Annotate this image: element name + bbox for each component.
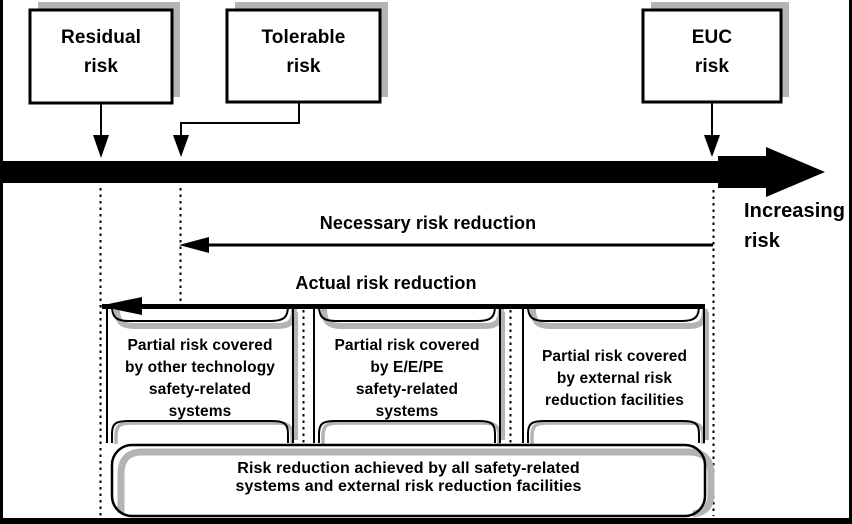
partial-box-2-top-arc-shadow bbox=[321, 308, 504, 329]
partial-box-3-bottom-arc-shadow bbox=[530, 421, 705, 444]
risk-axis-arrowhead bbox=[766, 147, 825, 197]
actual-arrow-line bbox=[102, 304, 705, 309]
partial-box-3-bottom-arc bbox=[527, 420, 700, 443]
residual-risk-box bbox=[28, 8, 174, 105]
tolerable-down-arrowhead bbox=[173, 135, 189, 157]
tolerable-risk-label: Tolerable risk bbox=[261, 27, 346, 77]
frame-left bbox=[0, 0, 3, 524]
residual-down-arrowhead bbox=[93, 135, 109, 158]
partial-box-3-top-arc bbox=[527, 305, 700, 322]
partial-box-2-label: Partial risk covered by E/E/PE safety-re… bbox=[334, 337, 480, 420]
tolerable-risk-box bbox=[225, 8, 382, 104]
partial-box-3-right-shadow bbox=[705, 312, 709, 440]
partial-box-2-top-arc bbox=[318, 305, 496, 322]
euc-risk-box bbox=[641, 8, 783, 104]
risk-axis-shaft-step bbox=[718, 156, 766, 188]
partial-box-2-bottom-arc-shadow bbox=[321, 421, 501, 444]
risk-axis-shaft bbox=[3, 161, 718, 183]
necessary-risk-reduction-label: Necessary risk reduction bbox=[319, 213, 537, 233]
partial-box-2-bottom-arc bbox=[318, 420, 496, 443]
bottom-box-label: Risk reduction achieved by all safety-re… bbox=[235, 460, 582, 495]
tolerable-connector-line bbox=[180, 103, 300, 137]
residual-risk-label: Residual risk bbox=[61, 27, 141, 77]
partial-box-1-label: Partial risk covered by other technology… bbox=[124, 337, 276, 420]
partial-box-3-top-arc-shadow bbox=[530, 308, 708, 329]
partial-box-1-bottom-arc-shadow bbox=[114, 421, 294, 444]
partial-box-2-right-shadow bbox=[501, 312, 505, 440]
partial-box-1-bottom-arc bbox=[111, 420, 289, 443]
euc-down-arrowhead bbox=[704, 135, 720, 157]
frame-right bbox=[849, 0, 852, 524]
bottom-box-fill bbox=[112, 445, 705, 516]
partial-box-1-right-shadow bbox=[294, 312, 298, 440]
increasing-risk-label: Increasing risk bbox=[744, 200, 846, 252]
partial-box-1-top-arc-shadow bbox=[114, 308, 297, 329]
bottom-box-outline bbox=[110, 443, 707, 518]
frame-bottom bbox=[0, 518, 852, 524]
actual-arrowhead bbox=[99, 297, 142, 315]
necessary-arrowhead bbox=[179, 237, 209, 253]
partial-box-1-top-arc bbox=[111, 305, 289, 322]
actual-risk-reduction-label: Actual risk reduction bbox=[295, 273, 477, 293]
partial-box-3-label: Partial risk covered by external risk re… bbox=[541, 348, 688, 409]
euc-risk-label: EUC risk bbox=[691, 27, 733, 77]
